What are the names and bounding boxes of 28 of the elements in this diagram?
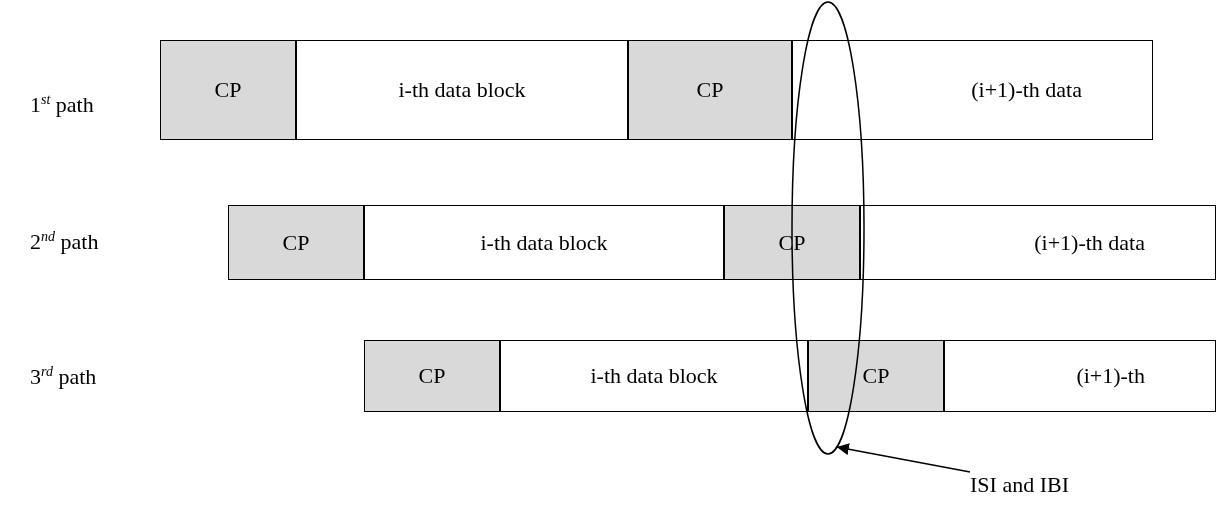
data-block xyxy=(860,205,1216,280)
arrow xyxy=(836,443,971,473)
block-label: CP xyxy=(214,77,242,103)
cyclic-prefix-block xyxy=(228,205,364,280)
cyclic-prefix-block xyxy=(808,340,944,412)
block-label: i-th data block xyxy=(480,229,608,256)
cyclic-prefix-block xyxy=(628,40,792,140)
data-block xyxy=(792,40,1153,140)
data-block xyxy=(364,205,724,280)
block-label: (i+1)-th data xyxy=(971,77,1082,103)
block-label: i-th data block xyxy=(590,363,718,389)
block-label: (i+1)-th data xyxy=(1034,229,1145,256)
cyclic-prefix-block xyxy=(160,40,296,140)
cyclic-prefix-block xyxy=(724,205,860,280)
path-label: 2$^{nd}$ path xyxy=(30,229,99,256)
path-label: 3$^{rd}$ path xyxy=(30,364,97,391)
data-block xyxy=(944,340,1216,412)
data-block xyxy=(296,40,628,140)
cyclic-prefix-block xyxy=(364,340,500,412)
path-label: 1$^{st}$ path xyxy=(30,92,94,119)
block-label: i-th data block xyxy=(398,77,526,103)
annotation-text: ISI and IBI xyxy=(970,472,1069,498)
block-label: CP xyxy=(862,363,890,389)
block-label: CP xyxy=(282,229,310,256)
block-label: CP xyxy=(418,363,446,389)
data-block xyxy=(500,340,808,412)
block-label: CP xyxy=(696,77,724,103)
block-label: (i+1)-th xyxy=(1076,363,1145,389)
